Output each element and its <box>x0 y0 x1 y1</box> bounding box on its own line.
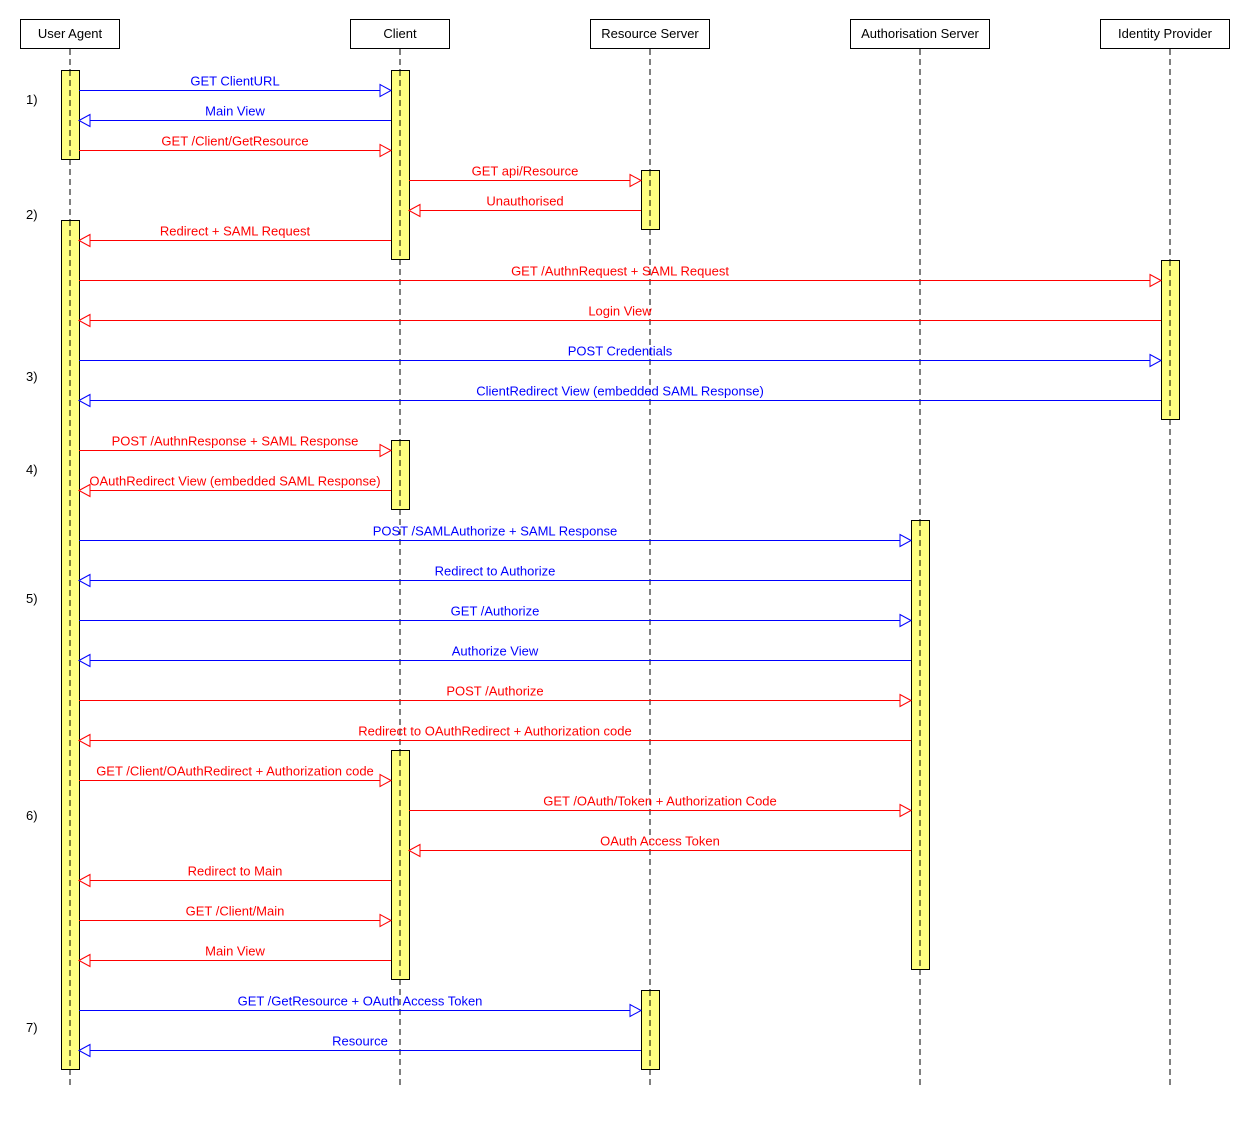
step-label: 6) <box>26 808 38 823</box>
message-label: POST Credentials <box>568 344 673 359</box>
arrowhead-icon <box>899 533 913 548</box>
message-label: POST /Authorize <box>446 684 543 699</box>
message-label: Resource <box>332 1034 388 1049</box>
arrowhead-icon <box>1149 273 1163 288</box>
arrowhead-icon <box>629 173 643 188</box>
message-label: ClientRedirect View (embedded SAML Respo… <box>476 384 764 399</box>
step-label: 1) <box>26 92 38 107</box>
message-label: Main View <box>205 104 265 119</box>
message-label: Login View <box>588 304 652 319</box>
participant-box-rs <box>590 19 710 49</box>
arrowhead-icon <box>379 443 393 458</box>
arrowhead-icon <box>379 913 393 928</box>
step-label: 2) <box>26 207 38 222</box>
arrowhead-icon <box>379 143 393 158</box>
participant-label-rs: Resource Server <box>601 26 699 41</box>
arrowhead-icon <box>77 873 91 888</box>
arrowhead-icon <box>379 83 393 98</box>
message-label: GET /GetResource + OAuth Access Token <box>238 994 483 1009</box>
arrowhead-icon <box>379 773 393 788</box>
message-label: Redirect to Main <box>188 864 283 879</box>
message-label: GET /AuthnRequest + SAML Request <box>511 264 729 279</box>
message-label: OAuthRedirect View (embedded SAML Respon… <box>89 474 380 489</box>
arrowhead-icon <box>77 1043 91 1058</box>
participant-box-as <box>850 19 990 49</box>
step-label: 5) <box>26 591 38 606</box>
message-label: Redirect + SAML Request <box>160 224 311 239</box>
message-label: GET ClientURL <box>190 74 279 89</box>
arrowhead-icon <box>899 803 913 818</box>
step-label: 3) <box>26 369 38 384</box>
arrowhead-icon <box>899 613 913 628</box>
step-label: 4) <box>26 462 38 477</box>
arrowhead-icon <box>77 573 91 588</box>
participant-label-client: Client <box>383 26 417 41</box>
arrowhead-icon <box>629 1003 643 1018</box>
arrowhead-icon <box>77 313 91 328</box>
arrowhead-icon <box>407 843 421 858</box>
message-label: GET api/Resource <box>472 164 579 179</box>
message-label: GET /OAuth/Token + Authorization Code <box>543 794 777 809</box>
message-label: GET /Client/GetResource <box>161 134 308 149</box>
participant-box-client <box>350 19 450 49</box>
message-label: Unauthorised <box>486 194 563 209</box>
arrowhead-icon <box>1149 353 1163 368</box>
message-label: POST /SAMLAuthorize + SAML Response <box>373 524 618 539</box>
message-label: GET /Client/Main <box>186 904 285 919</box>
message-label: Main View <box>205 944 265 959</box>
message-label: Authorize View <box>452 644 539 659</box>
participant-box-idp <box>1100 19 1230 49</box>
participant-box-ua <box>20 19 120 49</box>
arrowhead-icon <box>77 653 91 668</box>
arrowhead-icon <box>77 393 91 408</box>
arrowhead-icon <box>899 693 913 708</box>
participant-label-ua: User Agent <box>38 26 103 41</box>
arrowhead-icon <box>77 113 91 128</box>
arrowhead-icon <box>407 203 421 218</box>
arrowhead-icon <box>77 953 91 968</box>
message-label: Redirect to Authorize <box>435 564 556 579</box>
arrowhead-icon <box>77 483 91 498</box>
arrowhead-icon <box>77 233 91 248</box>
message-label: POST /AuthnResponse + SAML Response <box>112 434 359 449</box>
participant-label-as: Authorisation Server <box>861 26 979 41</box>
message-label: GET /Authorize <box>451 604 540 619</box>
participant-label-idp: Identity Provider <box>1118 26 1213 41</box>
message-label: GET /Client/OAuthRedirect + Authorizatio… <box>96 764 374 779</box>
step-label: 7) <box>26 1020 38 1035</box>
message-label: Redirect to OAuthRedirect + Authorizatio… <box>358 724 632 739</box>
message-label: OAuth Access Token <box>600 834 720 849</box>
arrowhead-icon <box>77 733 91 748</box>
